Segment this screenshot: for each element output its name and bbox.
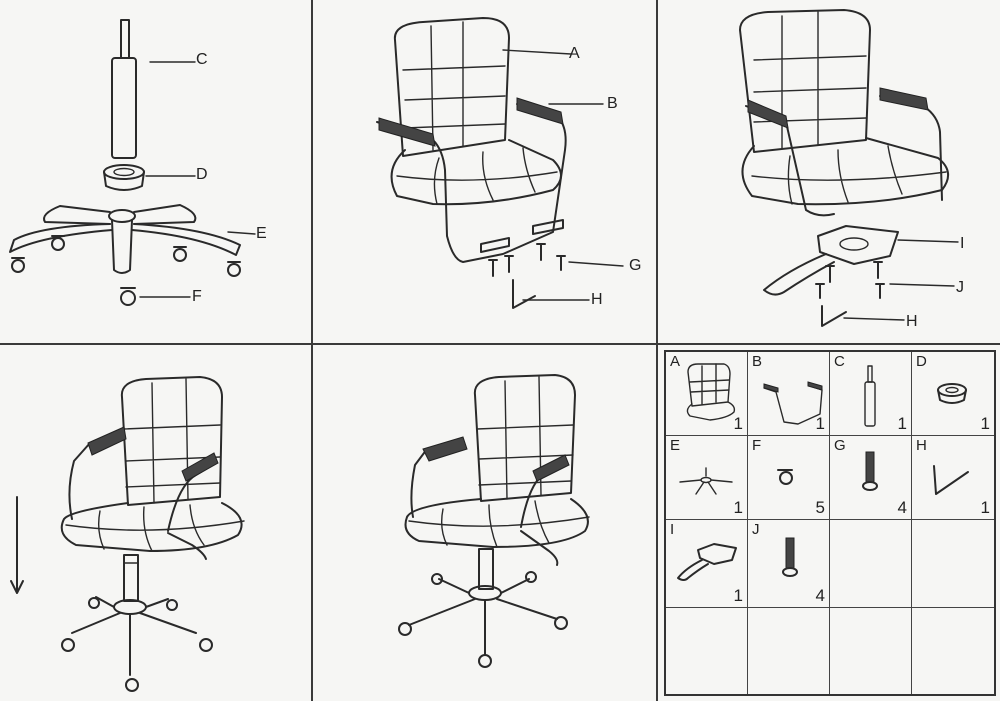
part-letter: B bbox=[752, 353, 763, 370]
callout-G: G bbox=[629, 257, 642, 274]
seat-back-icon bbox=[686, 363, 736, 421]
gas-cylinder-icon bbox=[864, 365, 876, 427]
step-5-finished-chair-drawing bbox=[398, 374, 590, 668]
divider-horizontal bbox=[0, 343, 1000, 345]
callout-I: I bbox=[960, 235, 965, 252]
cylinder-cover-icon bbox=[937, 383, 967, 404]
divider-vertical-left bbox=[311, 0, 313, 701]
step-2-armrest-panel: A B G H bbox=[313, 0, 656, 343]
parts-cell bbox=[912, 520, 994, 608]
step-3-mechanism-drawing bbox=[739, 9, 959, 327]
part-letter: G bbox=[834, 437, 846, 454]
parts-cell bbox=[830, 608, 912, 694]
callout-F: F bbox=[192, 288, 202, 305]
step-1-base-drawing bbox=[9, 19, 256, 306]
callout-A: A bbox=[569, 45, 580, 62]
step-3-mechanism-panel: I J H bbox=[658, 0, 1000, 343]
part-letter: E bbox=[670, 437, 681, 454]
part-letter: J bbox=[752, 521, 760, 538]
callout-D: D bbox=[196, 166, 208, 183]
part-quantity: 1 bbox=[980, 498, 990, 517]
step-4-insert-drawing bbox=[10, 376, 245, 692]
part-letter: D bbox=[916, 353, 927, 370]
part-letter: I bbox=[670, 521, 675, 538]
callout-B: B bbox=[607, 95, 618, 112]
callout-H-step3: H bbox=[906, 313, 918, 330]
part-quantity: 1 bbox=[815, 414, 825, 433]
star-base-icon bbox=[679, 467, 733, 495]
seat-mechanism-icon bbox=[677, 543, 737, 581]
part-quantity: 1 bbox=[897, 414, 907, 433]
allen-key-icon bbox=[933, 465, 969, 495]
part-quantity: 1 bbox=[733, 586, 743, 605]
part-quantity: 4 bbox=[815, 586, 825, 605]
step-5-finished-panel bbox=[313, 345, 656, 701]
step-4-insert-panel bbox=[0, 345, 311, 701]
parts-cell bbox=[748, 608, 830, 694]
part-quantity: 5 bbox=[815, 498, 825, 517]
step-2-armrest-drawing bbox=[376, 17, 624, 309]
part-quantity: 1 bbox=[980, 414, 990, 433]
step-1-base-panel: C D E F bbox=[0, 0, 311, 343]
part-letter: C bbox=[834, 353, 845, 370]
divider-vertical-right bbox=[656, 0, 658, 701]
callout-H: H bbox=[591, 291, 603, 308]
part-letter: F bbox=[752, 437, 762, 454]
callout-E: E bbox=[256, 225, 267, 242]
parts-cell bbox=[830, 520, 912, 608]
parts-cell bbox=[666, 608, 748, 694]
part-letter: A bbox=[670, 353, 681, 370]
part-quantity: 1 bbox=[733, 498, 743, 517]
callout-J: J bbox=[956, 279, 964, 296]
part-quantity: 4 bbox=[897, 498, 907, 517]
caster-wheel-icon bbox=[777, 469, 793, 485]
down-arrow-icon bbox=[10, 496, 24, 594]
armrest-frame-icon bbox=[763, 381, 823, 425]
part-quantity: 1 bbox=[733, 414, 743, 433]
bolt-icon bbox=[862, 451, 878, 491]
part-letter: H bbox=[916, 437, 927, 454]
callout-C: C bbox=[196, 51, 208, 68]
parts-cell bbox=[912, 608, 994, 694]
screw-icon bbox=[782, 537, 798, 577]
